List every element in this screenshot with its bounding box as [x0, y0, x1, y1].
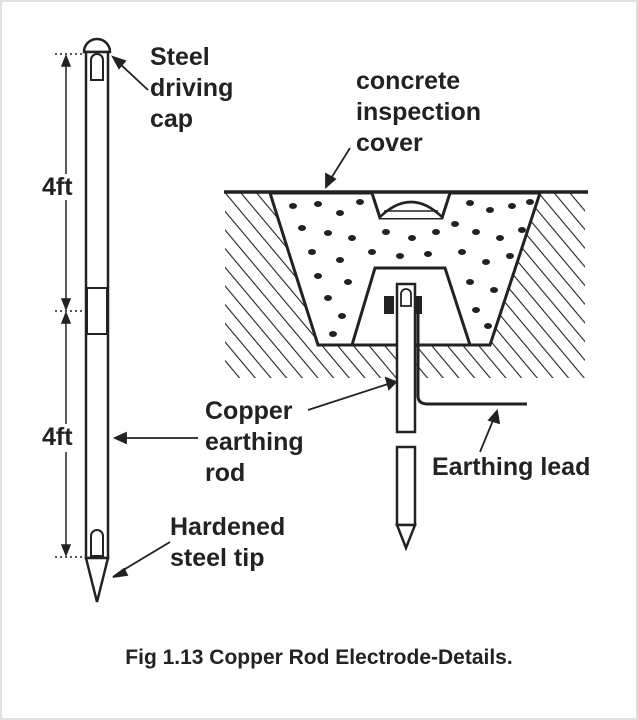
- concrete-aggregate: [289, 199, 534, 337]
- label-steel-driving-cap-line3: cap: [150, 105, 194, 133]
- label-steel-tip-line1: Hardened: [170, 513, 286, 541]
- driving-cap-shape: [82, 37, 112, 54]
- dimension-lines: [55, 53, 86, 558]
- label-steel-driving-cap-line1: Steel: [150, 43, 210, 71]
- label-copper-rod-line2: earthing: [205, 428, 304, 456]
- label-cover-line1: concrete: [356, 67, 461, 95]
- clamp-left: [384, 296, 394, 314]
- label-cover-line2: inspection: [356, 98, 482, 126]
- label-steel-driving-cap-line2: driving: [150, 74, 234, 102]
- rod-coupler: [86, 287, 108, 335]
- label-hardened-steel-tip: Hardened steel tip: [170, 512, 285, 574]
- label-copper-rod-line1: Copper: [205, 397, 293, 425]
- cover-handle: [378, 200, 444, 219]
- label-dimension-lower: 4ft: [42, 422, 73, 453]
- copper-rod-tip: [395, 523, 417, 552]
- label-concrete-inspection-cover: concrete inspection cover: [356, 66, 481, 159]
- copper-rod-upper: [395, 282, 417, 434]
- label-dimension-upper: 4ft: [42, 172, 73, 203]
- tip-slot: [90, 529, 104, 557]
- hardened-tip-shape: [84, 556, 110, 603]
- earthing-lead-wire: [416, 306, 527, 406]
- cap-slot: [90, 53, 104, 81]
- figure-caption: Fig 1.13 Copper Rod Electrode-Details.: [125, 646, 513, 669]
- label-copper-earthing-rod: Copper earthing rod: [205, 396, 304, 489]
- label-dimension-lower-text: 4ft: [42, 423, 73, 451]
- label-cover-line3: cover: [356, 129, 423, 157]
- earth-rod-assembly: [82, 37, 112, 603]
- label-dimension-upper-text: 4ft: [42, 173, 73, 201]
- label-earthing-lead-text: Earthing lead: [432, 453, 591, 481]
- label-copper-rod-line3: rod: [205, 459, 246, 487]
- leader-arrows: [111, 55, 501, 578]
- clamp-right: [412, 296, 422, 314]
- label-steel-tip-line2: steel tip: [170, 544, 265, 572]
- inspection-pit: [224, 190, 588, 552]
- label-earthing-lead: Earthing lead: [432, 452, 590, 483]
- copper-rod-lower: [395, 445, 417, 527]
- label-steel-driving-cap: Steel driving cap: [150, 42, 233, 135]
